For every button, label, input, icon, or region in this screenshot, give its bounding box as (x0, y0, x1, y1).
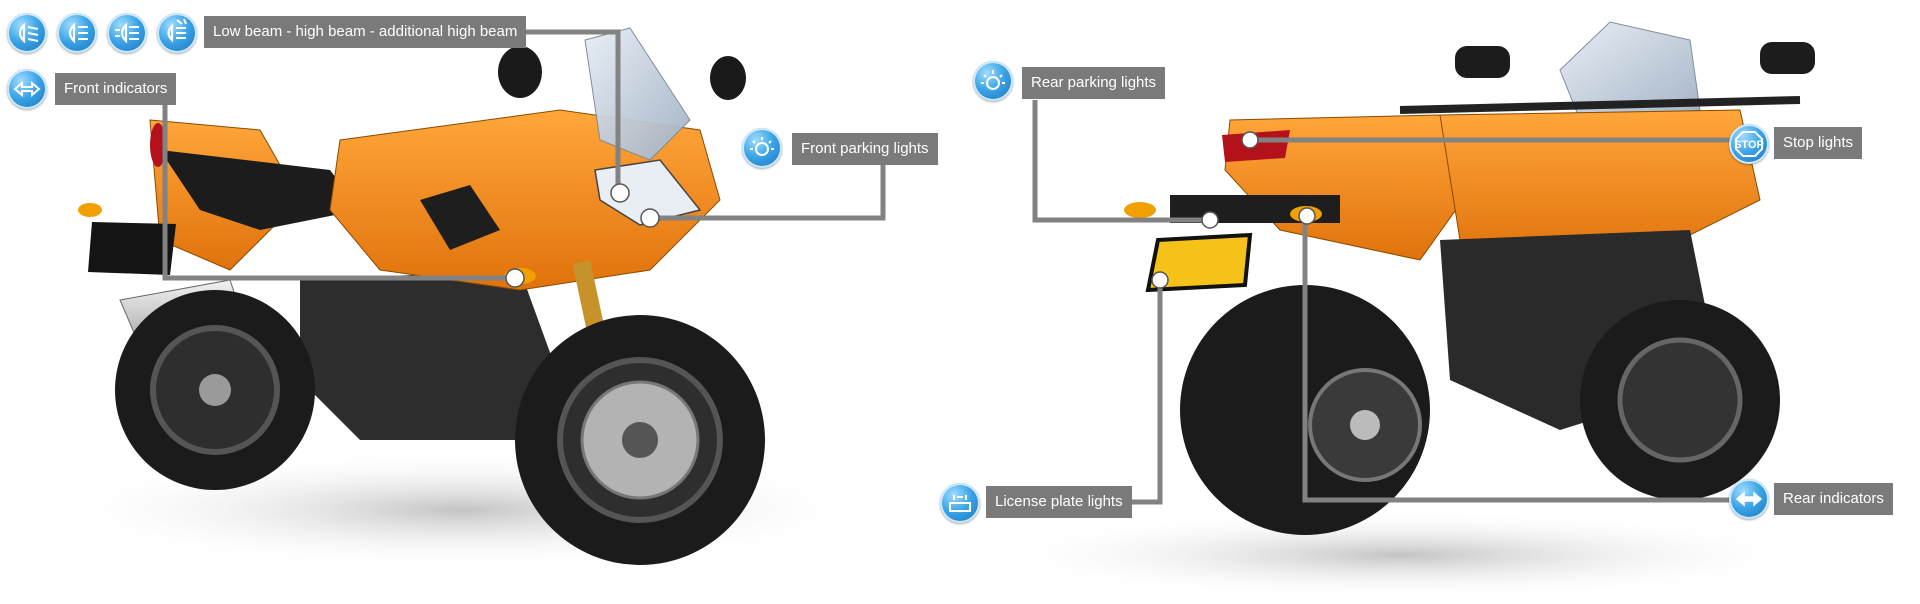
license-plate (1145, 232, 1253, 293)
dot-front-indicator (505, 268, 525, 288)
callout-dots (505, 131, 1316, 289)
rear-tail-light (150, 123, 166, 167)
seat (160, 150, 360, 230)
handlebar (1399, 96, 1801, 114)
dot-stop-light (1241, 131, 1259, 149)
callout-lines (162, 29, 1733, 505)
dot-rear-parking (1201, 211, 1219, 229)
rear-left-indicator (78, 203, 102, 217)
rear-parking-lights-label: Rear parking lights (1022, 67, 1166, 99)
dot-rear-indicator (1298, 207, 1316, 225)
tank-fairing (1439, 109, 1761, 261)
low-beam-line (513, 29, 621, 195)
rear-hub (1350, 410, 1380, 440)
parking-light-icon (973, 61, 1013, 101)
fairing-vent (420, 185, 500, 250)
license-plate-light-icon (940, 483, 980, 523)
rear-plate (88, 222, 176, 275)
rear-parking-line (1032, 100, 1210, 223)
dot-front-parking (640, 208, 660, 228)
right-mirror (1760, 42, 1815, 74)
rear-indicators-label: Rear indicators (1774, 483, 1893, 515)
high-beam-icon (57, 13, 97, 53)
dot-license-plate (1151, 271, 1169, 289)
low-beam-high-beam-label: Low beam - high beam - additional high b… (204, 16, 527, 48)
license-plate-line (1120, 280, 1163, 505)
stop-lights-label: Stop lights (1774, 127, 1863, 159)
headlight-flash-icon (157, 13, 197, 53)
rear-left-indicator (1124, 202, 1156, 218)
windshield (584, 27, 691, 161)
front-parking-line (650, 164, 886, 221)
indicator-arrows-icon (7, 69, 47, 109)
left-mirror (1455, 46, 1510, 78)
indicator-arrows-icon (1729, 479, 1769, 519)
svg-text:STOP: STOP (1734, 139, 1764, 151)
front-rim (1617, 337, 1743, 463)
low-beam-icon (7, 13, 47, 53)
license-plate-lights-label: License plate lights (986, 486, 1132, 518)
dot-low-beam (610, 183, 630, 203)
right-mirror (710, 56, 746, 100)
additional-high-beam-icon (107, 13, 147, 53)
ground-shadow (980, 510, 1820, 600)
rear-indicators-line (1302, 216, 1732, 503)
stop-sign-icon: STOP (1729, 124, 1769, 164)
rear-hub (199, 374, 231, 406)
parking-light-icon (742, 128, 782, 168)
engine-block (300, 270, 560, 440)
front-hub (622, 422, 658, 458)
front-indicators-label: Front indicators (55, 73, 177, 105)
left-mirror (498, 46, 542, 98)
windshield (1559, 21, 1701, 121)
motorcycle-front-view (40, 27, 880, 570)
motorcycle-rear-view (980, 21, 1820, 600)
front-parking-lights-label: Front parking lights (792, 133, 938, 165)
front-indicators-line (162, 104, 515, 281)
